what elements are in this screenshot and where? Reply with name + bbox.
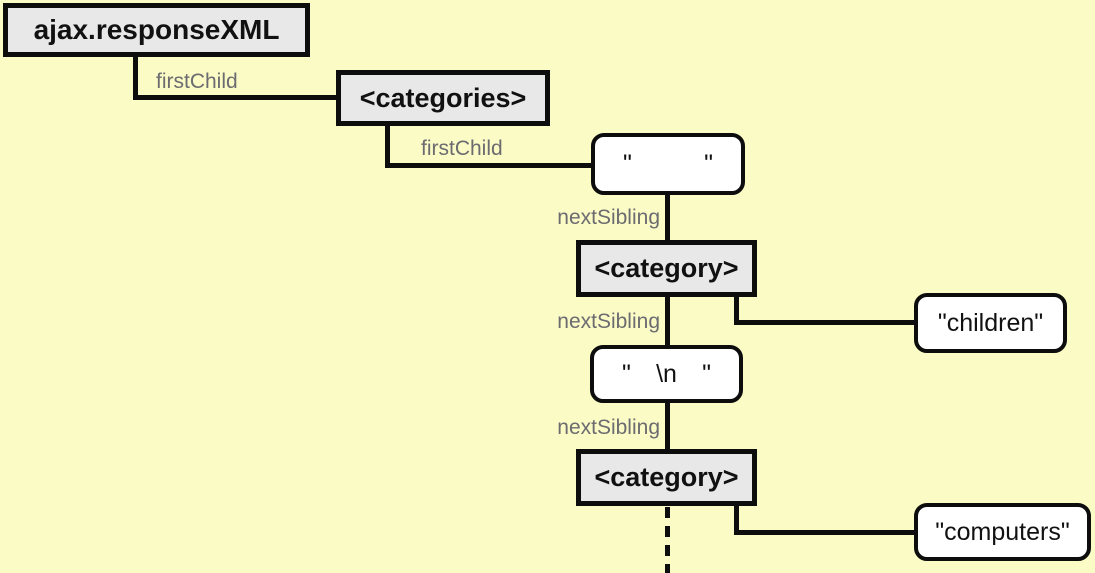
node-root: ajax.responseXML <box>3 3 310 57</box>
connector-text1-category1-vertical <box>665 194 670 242</box>
node-computers-text: "computers" <box>914 503 1091 561</box>
edge-label-firstchild-1: firstChild <box>156 70 238 93</box>
node-whitespace-text-2: " \n " <box>590 345 743 403</box>
connector-continuation-dashed <box>665 507 670 573</box>
connector-categories-text-vertical <box>385 124 390 168</box>
node-root-label: ajax.responseXML <box>33 14 280 45</box>
open-quote: " <box>623 149 632 178</box>
node-categories-label: <categories> <box>359 82 527 113</box>
node-category-1: <category> <box>576 240 757 297</box>
connector-category2-computers-horizontal <box>734 530 915 535</box>
edge-label-nextsibling-3: nextSibling <box>557 416 660 439</box>
connector-root-categories-horizontal <box>133 95 337 100</box>
node-children-text: "children" <box>914 293 1067 353</box>
close-quote: " <box>702 359 711 388</box>
connector-categories-text-horizontal <box>385 163 592 168</box>
newline-escape: \n <box>656 359 677 388</box>
connector-text2-category2-vertical <box>665 401 670 451</box>
node-category-2-label: <category> <box>594 462 739 492</box>
node-category-1-label: <category> <box>594 253 739 283</box>
close-quote: " <box>704 149 713 178</box>
connector-category2-computers-vertical <box>734 504 739 535</box>
node-categories: <categories> <box>336 70 550 126</box>
open-quote: " <box>622 359 631 388</box>
connector-root-categories-vertical <box>133 55 138 100</box>
node-category-2: <category> <box>576 449 757 506</box>
connector-category1-text2-vertical <box>665 295 670 347</box>
connector-category1-children-horizontal <box>734 320 915 325</box>
edge-label-nextsibling-1: nextSibling <box>557 206 660 229</box>
edge-label-nextsibling-2: nextSibling <box>557 310 660 333</box>
edge-label-firstchild-2: firstChild <box>421 137 503 160</box>
connector-category1-children-vertical <box>734 295 739 325</box>
node-children-text-label: "children" <box>937 308 1044 337</box>
node-whitespace-text-1: " " <box>591 133 745 195</box>
node-computers-text-label: "computers" <box>935 517 1070 546</box>
